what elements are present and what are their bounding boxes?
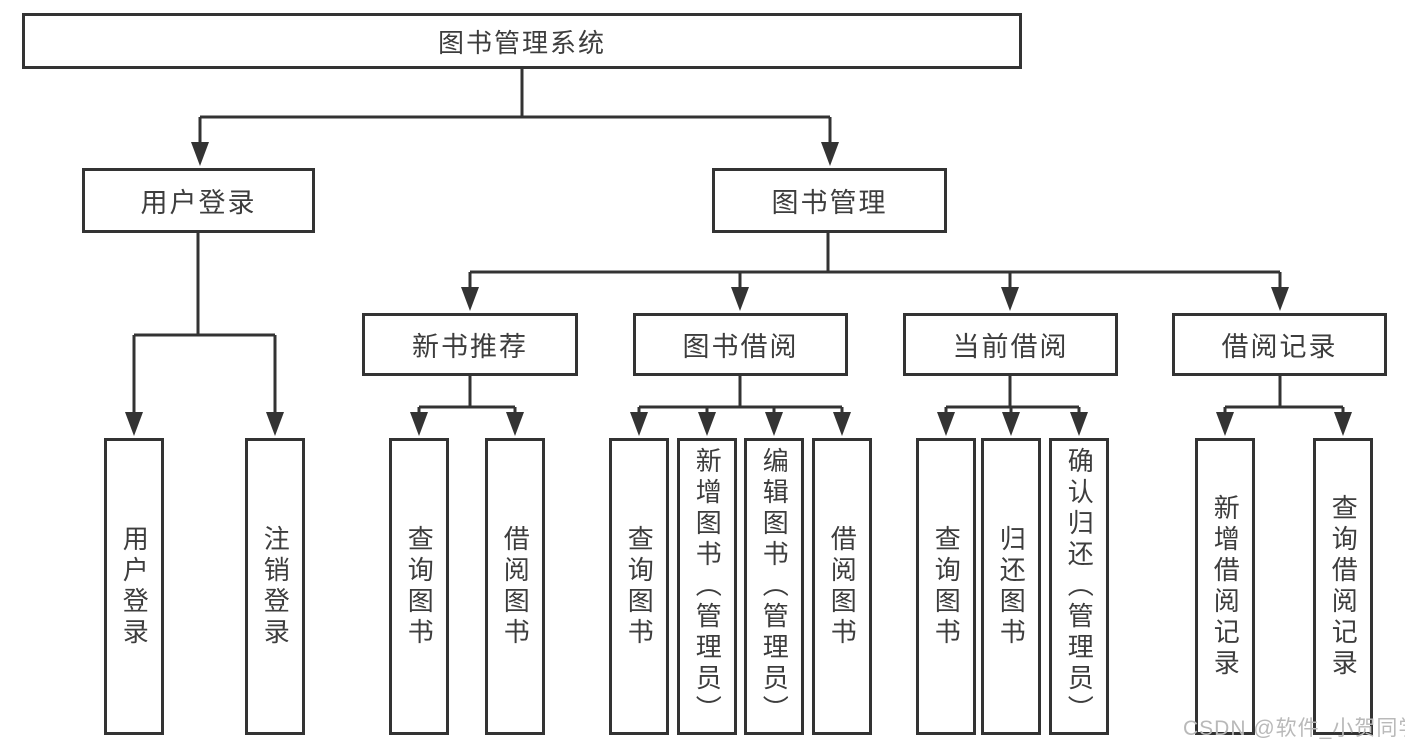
leaf-label: 归还图书 [996,524,1027,649]
leaf-logout: 注销登录 [245,438,305,735]
leaf-edit-book-admin: 编辑图书（管理员） [744,438,804,735]
leaf-add-borrow-record: 新增借阅记录 [1195,438,1255,735]
leaf-query-books-borrowing: 查询图书 [609,438,669,735]
node-book-management: 图书管理 [712,168,947,233]
node-label: 图书借阅 [682,332,799,362]
node-label: 新书推荐 [412,332,528,362]
node-library-management-system: 图书管理系统 [22,13,1022,69]
node-current-borrowing: 当前借阅 [903,313,1118,376]
node-user-login: 用户登录 [82,168,315,233]
node-label: 用户登录 [140,188,257,218]
leaf-label: 查询图书 [931,524,962,649]
node-label: 图书管理系统 [437,27,606,58]
leaf-label: 编辑图书（管理员） [759,447,790,726]
leaf-label: 用户登录 [119,524,150,649]
leaf-query-borrow-record: 查询借阅记录 [1313,438,1373,735]
node-label: 图书管理 [771,188,888,218]
leaf-label: 查询图书 [624,524,655,649]
leaf-label: 借阅图书 [827,524,858,649]
leaf-query-books-current: 查询图书 [916,438,976,735]
node-book-borrowing: 图书借阅 [633,313,848,376]
node-new-book-recommendation: 新书推荐 [362,313,578,376]
leaf-label: 查询借阅记录 [1328,493,1359,680]
leaf-label: 查询图书 [404,524,435,649]
leaf-label: 新增借阅记录 [1210,493,1241,680]
leaf-confirm-return-admin: 确认归还（管理员） [1049,438,1109,735]
leaf-user-login: 用户登录 [104,438,164,735]
node-label: 借阅记录 [1221,332,1338,362]
leaf-return-books: 归还图书 [981,438,1041,735]
node-borrowing-records: 借阅记录 [1172,313,1387,376]
leaf-label: 新增图书（管理员） [692,447,723,726]
leaf-add-book-admin: 新增图书（管理员） [677,438,737,735]
arrowheads [125,142,1352,436]
leaf-borrow-books-recommend: 借阅图书 [485,438,545,735]
leaf-label: 确认归还（管理员） [1064,447,1095,726]
leaf-query-books-recommend: 查询图书 [389,438,449,735]
leaf-label: 注销登录 [260,524,291,649]
leaf-label: 借阅图书 [500,524,531,649]
watermark: CSDN @软件_小贺同学 [1183,717,1405,740]
leaf-borrow-books-borrowing: 借阅图书 [812,438,872,735]
node-label: 当前借阅 [952,332,1069,362]
